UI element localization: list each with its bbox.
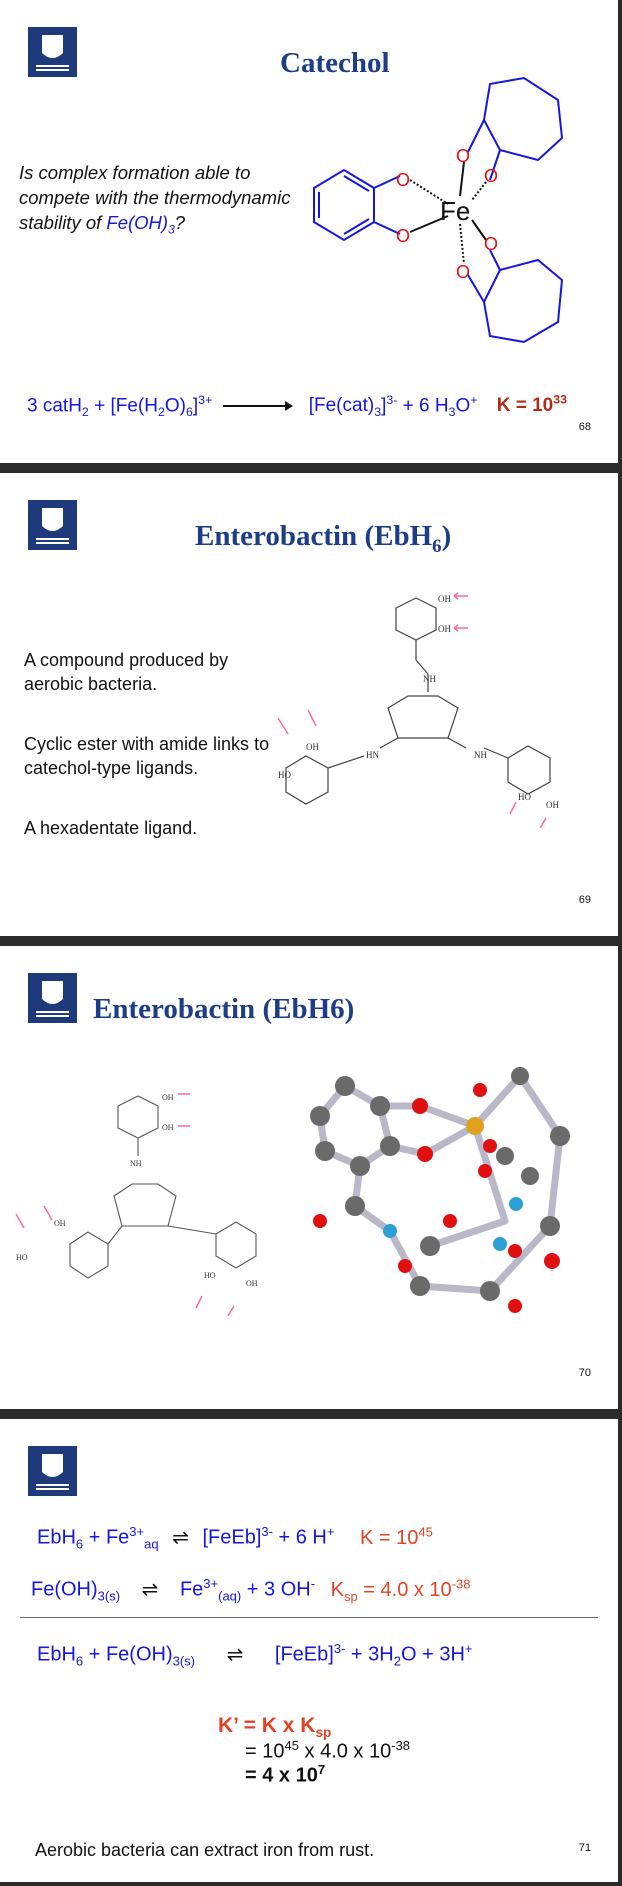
- svg-text:OH: OH: [162, 1123, 174, 1132]
- catechol-equation: 3 catH2 + [Fe(H2O)6]3+ [Fe(cat)3]3- + 6 …: [27, 393, 567, 420]
- svg-text:OH: OH: [546, 800, 559, 810]
- university-logo: [28, 1446, 77, 1496]
- divider: [20, 1617, 598, 1618]
- svg-text:NH: NH: [130, 1159, 142, 1168]
- svg-text:O: O: [396, 170, 410, 190]
- slide-title: Enterobactin (EbH6): [195, 520, 452, 557]
- k-prime-result: = 4 x 107: [245, 1762, 326, 1787]
- page-number: 69: [578, 894, 591, 906]
- university-logo: [28, 500, 77, 550]
- svg-text:NH: NH: [423, 674, 436, 684]
- k-prime-line-2: = 1045 x 4.0 x 10-38: [245, 1738, 411, 1763]
- svg-text:OH: OH: [438, 594, 451, 604]
- svg-text:O: O: [456, 146, 470, 166]
- slide-70: Enterobactin (EbH6) OH OH NH OH HO HO OH: [0, 946, 618, 1409]
- svg-text:O: O: [484, 166, 498, 186]
- svg-text:OH: OH: [246, 1279, 258, 1288]
- svg-text:HN: HN: [366, 750, 379, 760]
- enterobactin-structure-small: OH OH NH OH HO HO OH: [15, 1093, 258, 1316]
- equilibrium-arrow: ⇌: [141, 1578, 159, 1601]
- slide-71: EbH6 + Fe3+aq ⇌ [FeEb]3- + 6 H+ K = 1045…: [0, 1419, 618, 1882]
- svg-text:HO: HO: [518, 792, 531, 802]
- conclusion-text: Aerobic bacteria can extract iron from r…: [35, 1840, 375, 1860]
- bullet-2: Cyclic ester with amide links to catecho…: [24, 734, 270, 778]
- bullet-3: A hexadentate ligand.: [24, 818, 198, 838]
- page-number: 71: [578, 1842, 591, 1854]
- slide-68: Catechol Is complex formation able to co…: [0, 0, 618, 463]
- university-logo: [28, 27, 77, 77]
- reaction-arrow: [223, 401, 294, 412]
- svg-text:NH: NH: [474, 750, 487, 760]
- university-logo: [28, 973, 77, 1023]
- enterobactin-structure: OH OH NH HN NH OH HO HO OH: [278, 592, 559, 828]
- svg-text:OH: OH: [54, 1219, 66, 1228]
- equilibrium-arrow: ⇌: [172, 1526, 189, 1549]
- bullet-1: A compound produced by aerobic bacteria.: [24, 650, 229, 694]
- k-prime-label: K’ = K x Ksp: [218, 1714, 332, 1741]
- equation-2: Fe(OH)3(s) ⇌ Fe3+(aq) + 3 OH- Ksp = 4.0 …: [31, 1576, 471, 1604]
- svg-text:HO: HO: [16, 1253, 28, 1262]
- equation-3: EbH6 + Fe(OH)3(s) ⇌ [FeEb]3- + 3H2O + 3H…: [37, 1641, 473, 1669]
- svg-text:HO: HO: [204, 1271, 216, 1280]
- svg-text:OH: OH: [162, 1093, 174, 1102]
- question-text: Is complex formation able to compete wit…: [19, 162, 291, 237]
- svg-text:OH: OH: [306, 742, 319, 752]
- fe-label: Fe: [440, 196, 470, 226]
- svg-text:O: O: [484, 234, 498, 254]
- slide-title: Catechol: [280, 47, 390, 79]
- equation-1: EbH6 + Fe3+aq ⇌ [FeEb]3- + 6 H+ K = 1045: [37, 1524, 433, 1552]
- slide-69: Enterobactin (EbH6) A compound produced …: [0, 473, 618, 936]
- equilibrium-arrow: ⇌: [226, 1643, 244, 1666]
- svg-text:HO: HO: [278, 770, 291, 780]
- svg-text:OH: OH: [438, 624, 451, 634]
- fe-catechol-complex-structure: Fe O O O O O O: [313, 76, 564, 344]
- svg-text:O: O: [456, 262, 470, 282]
- slide-title: Enterobactin (EbH6): [93, 993, 355, 1025]
- enterobactin-3d-ball-and-stick-model: [310, 1067, 570, 1313]
- svg-text:O: O: [396, 226, 410, 246]
- page-number: 68: [578, 421, 591, 433]
- page-number: 70: [578, 1367, 591, 1379]
